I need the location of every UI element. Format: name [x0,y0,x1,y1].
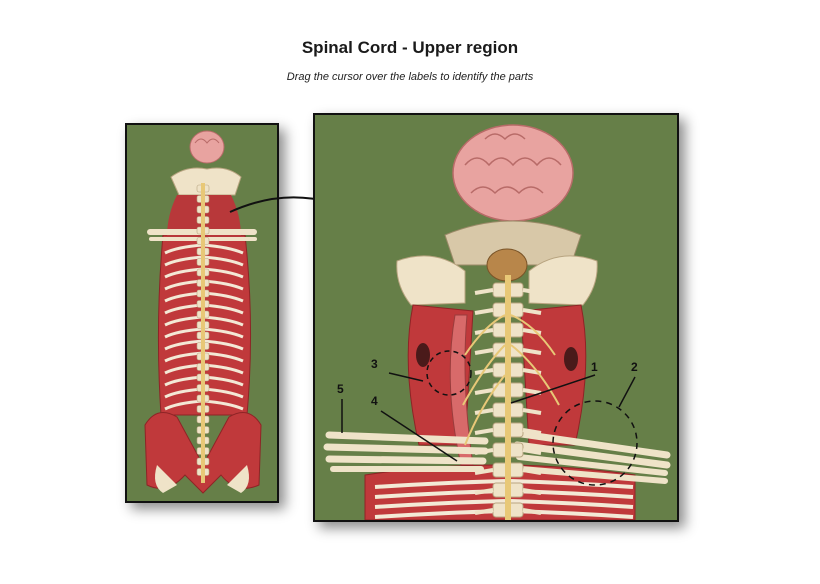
rib [202,255,244,267]
label-1[interactable]: 1 [591,360,598,374]
transverse-process [474,508,542,515]
rib [374,499,506,509]
label-5[interactable]: 5 [337,382,344,396]
page-title: Spinal Cord - Upper region [301,38,519,57]
rib [202,339,244,351]
transverse-process [474,428,542,435]
rib [510,479,634,489]
rib [374,479,506,489]
transverse-process [474,408,542,415]
label-2[interactable]: 2 [631,360,638,374]
full-spine-model-image [144,130,262,494]
transverse-process [474,308,542,315]
rib [202,243,244,255]
transverse-process [474,488,542,495]
rib [164,255,204,267]
transverse-process [474,468,542,475]
rib [164,327,204,339]
transverse-process [474,448,542,455]
rib [202,327,244,339]
label-4[interactable]: 4 [371,394,378,408]
rib [164,243,204,255]
instructions-text: Drag the cursor over the labels to ident… [286,71,534,83]
transverse-process [474,288,542,295]
upper-spine-model-image [323,124,671,520]
full-spine-overview-panel [125,123,279,503]
rib [510,499,634,509]
transverse-process [474,348,542,355]
upper-region-zoom-panel: 1 2 3 4 5 [313,113,679,522]
transverse-process [474,388,542,395]
label-3[interactable]: 3 [371,357,378,371]
rib [164,339,204,351]
